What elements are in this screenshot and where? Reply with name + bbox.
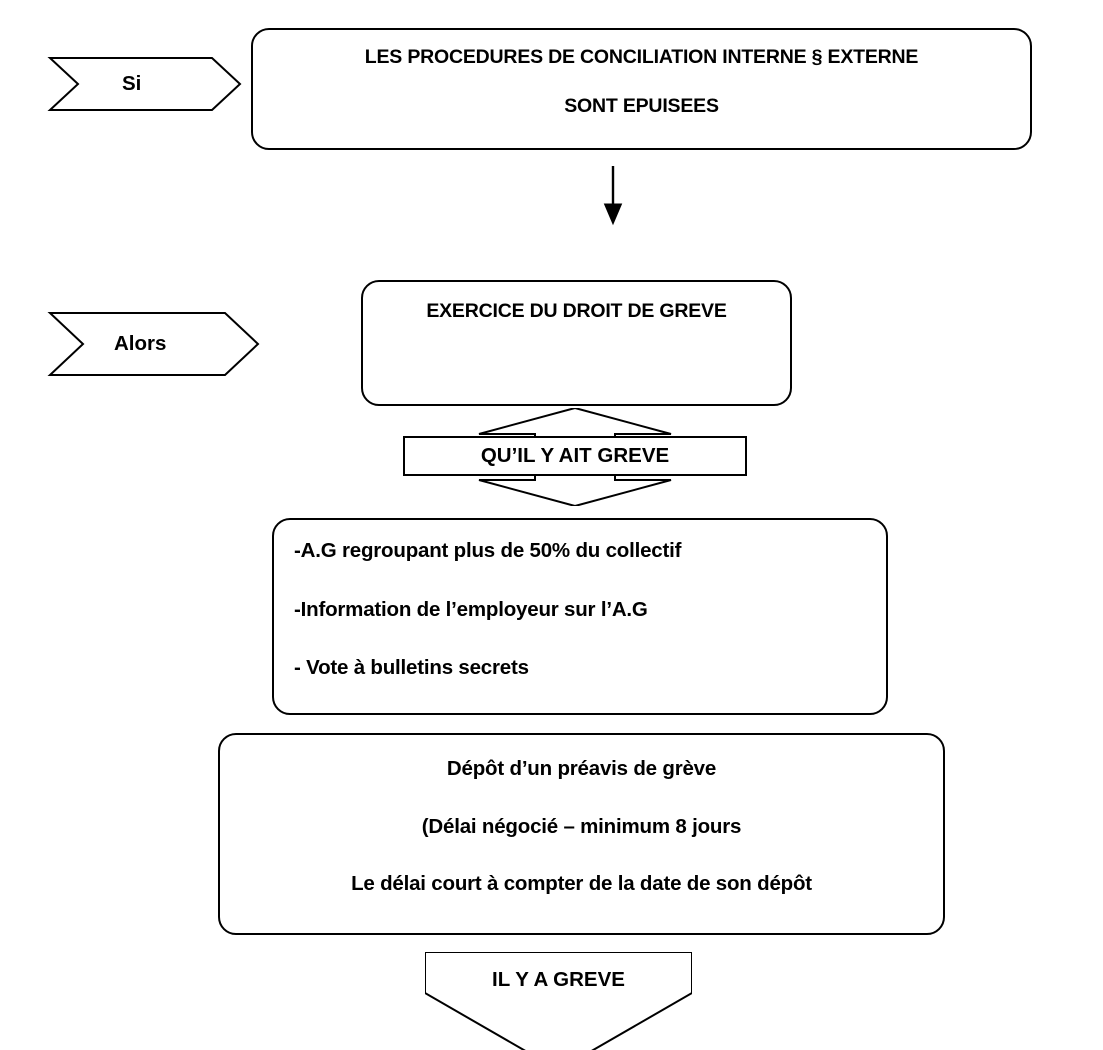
box-conditions-greve: -A.G regroupant plus de 50% du collectif… bbox=[272, 518, 888, 715]
box-conditions-line2: -Information de l’employeur sur l’A.G bbox=[294, 598, 648, 621]
chevron-si-label: Si bbox=[122, 72, 142, 95]
banner-label: QU’IL Y AIT GREVE bbox=[480, 444, 670, 467]
box-preavis-line2: (Délai négocié – minimum 8 jours bbox=[421, 815, 742, 838]
box-procedures-line1: LES PROCEDURES DE CONCILIATION INTERNE §… bbox=[364, 46, 919, 68]
box-depot-preavis: Dépôt d’un préavis de grève (Délai négoc… bbox=[218, 733, 945, 935]
box-procedures-line2: SONT EPUISEES bbox=[564, 95, 719, 117]
chevron-si-shape bbox=[47, 57, 242, 111]
chevron-alors[interactable]: Alors bbox=[47, 312, 260, 376]
chevron-alors-shape bbox=[47, 312, 260, 376]
connector-arrow-down-icon bbox=[596, 166, 630, 226]
banner-quil-y-ait-greve: QU’IL Y AIT GREVE bbox=[403, 436, 747, 476]
box-procedures-epuisees: LES PROCEDURES DE CONCILIATION INTERNE §… bbox=[251, 28, 1032, 150]
box-preavis-line3: Le délai court à compter de la date de s… bbox=[351, 872, 812, 895]
box-exercice-line1: EXERCICE DU DROIT DE GREVE bbox=[426, 300, 727, 322]
down-arrow-label: IL Y A GREVE bbox=[492, 968, 625, 991]
down-arrow-il-y-a-greve: IL Y A GREVE bbox=[425, 952, 692, 1050]
updown-arrow-group: QU’IL Y AIT GREVE bbox=[403, 408, 747, 506]
box-conditions-line3: - Vote à bulletins secrets bbox=[294, 656, 529, 679]
box-conditions-line1: -A.G regroupant plus de 50% du collectif bbox=[294, 539, 682, 562]
box-exercice-droit-greve: EXERCICE DU DROIT DE GREVE bbox=[361, 280, 792, 406]
box-preavis-line1: Dépôt d’un préavis de grève bbox=[446, 757, 717, 780]
down-arrow-shape-icon bbox=[425, 952, 692, 1050]
chevron-alors-label: Alors bbox=[114, 332, 167, 355]
chevron-si[interactable]: Si bbox=[47, 57, 242, 111]
